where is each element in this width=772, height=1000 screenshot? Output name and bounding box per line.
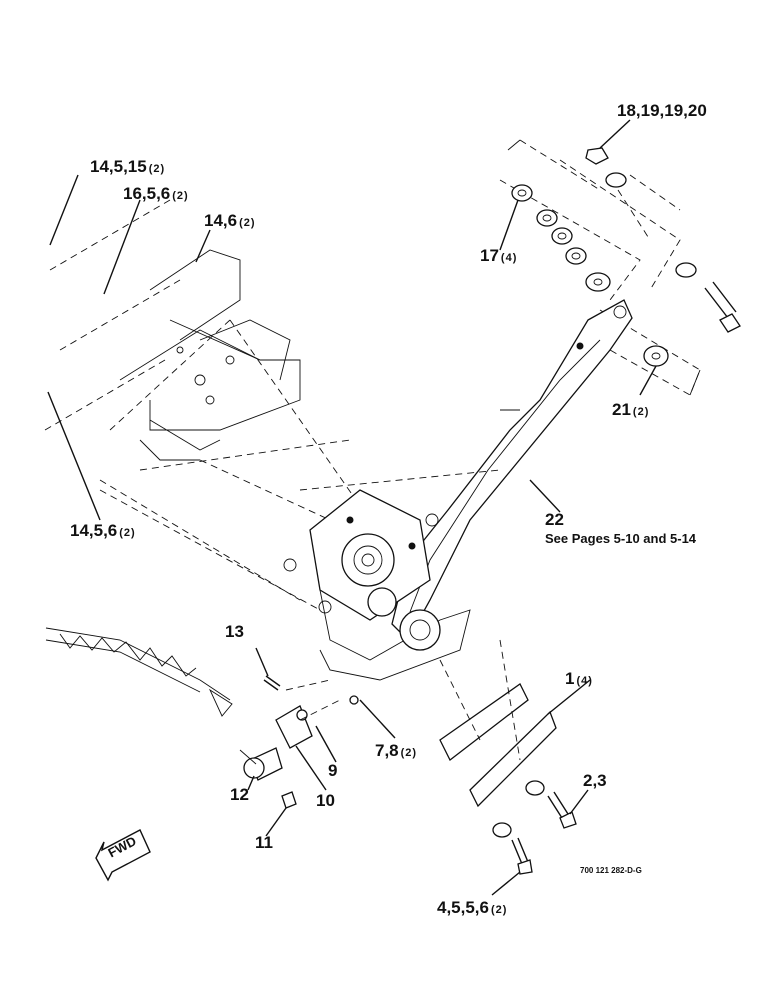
washer-21 <box>643 345 669 367</box>
washer-stack <box>511 184 611 292</box>
bolt-4-5-5-6 <box>492 822 533 875</box>
leader-lines <box>47 119 657 896</box>
callout-14-6: 14,6(2) <box>204 211 256 230</box>
callout-10: 10 <box>316 791 335 810</box>
forward-arrow-icon <box>95 829 151 882</box>
callout-17: 17(4) <box>480 246 518 265</box>
bolt-2-3 <box>525 780 577 829</box>
callout-1: 1(4) <box>565 669 593 688</box>
knife-linkage <box>45 627 359 809</box>
left-frame <box>44 199 351 601</box>
top-hardware <box>585 147 741 333</box>
callout-2-3: 2,3 <box>583 771 607 790</box>
drawing-code: 700 121 282-D-G <box>580 866 642 875</box>
plates <box>439 639 557 808</box>
callout-21: 21(2) <box>612 400 650 419</box>
callout-22: 22 <box>545 510 564 529</box>
callout-14-5-15: 14,5,15(2) <box>90 157 166 176</box>
callout-9: 9 <box>328 761 338 780</box>
callout-14-5-6: 14,5,6(2) <box>70 521 136 540</box>
callout-13: 13 <box>225 622 244 641</box>
main-arm <box>391 299 633 642</box>
alignment-lines-left <box>99 319 501 611</box>
callout-4-5-5-6: 4,5,5,6(2) <box>437 898 508 917</box>
reference-note: See Pages 5-10 and 5-14 <box>545 531 697 546</box>
upper-bracket-frame <box>499 139 701 396</box>
callout-16-5-6: 16,5,6(2) <box>123 184 189 203</box>
callout-7-8: 7,8(2) <box>375 741 418 760</box>
callout-18-19-19-20: 18,19,19,20 <box>617 101 707 120</box>
callout-12: 12 <box>230 785 249 804</box>
gearbox <box>283 489 471 681</box>
callout-11: 11 <box>255 833 273 852</box>
